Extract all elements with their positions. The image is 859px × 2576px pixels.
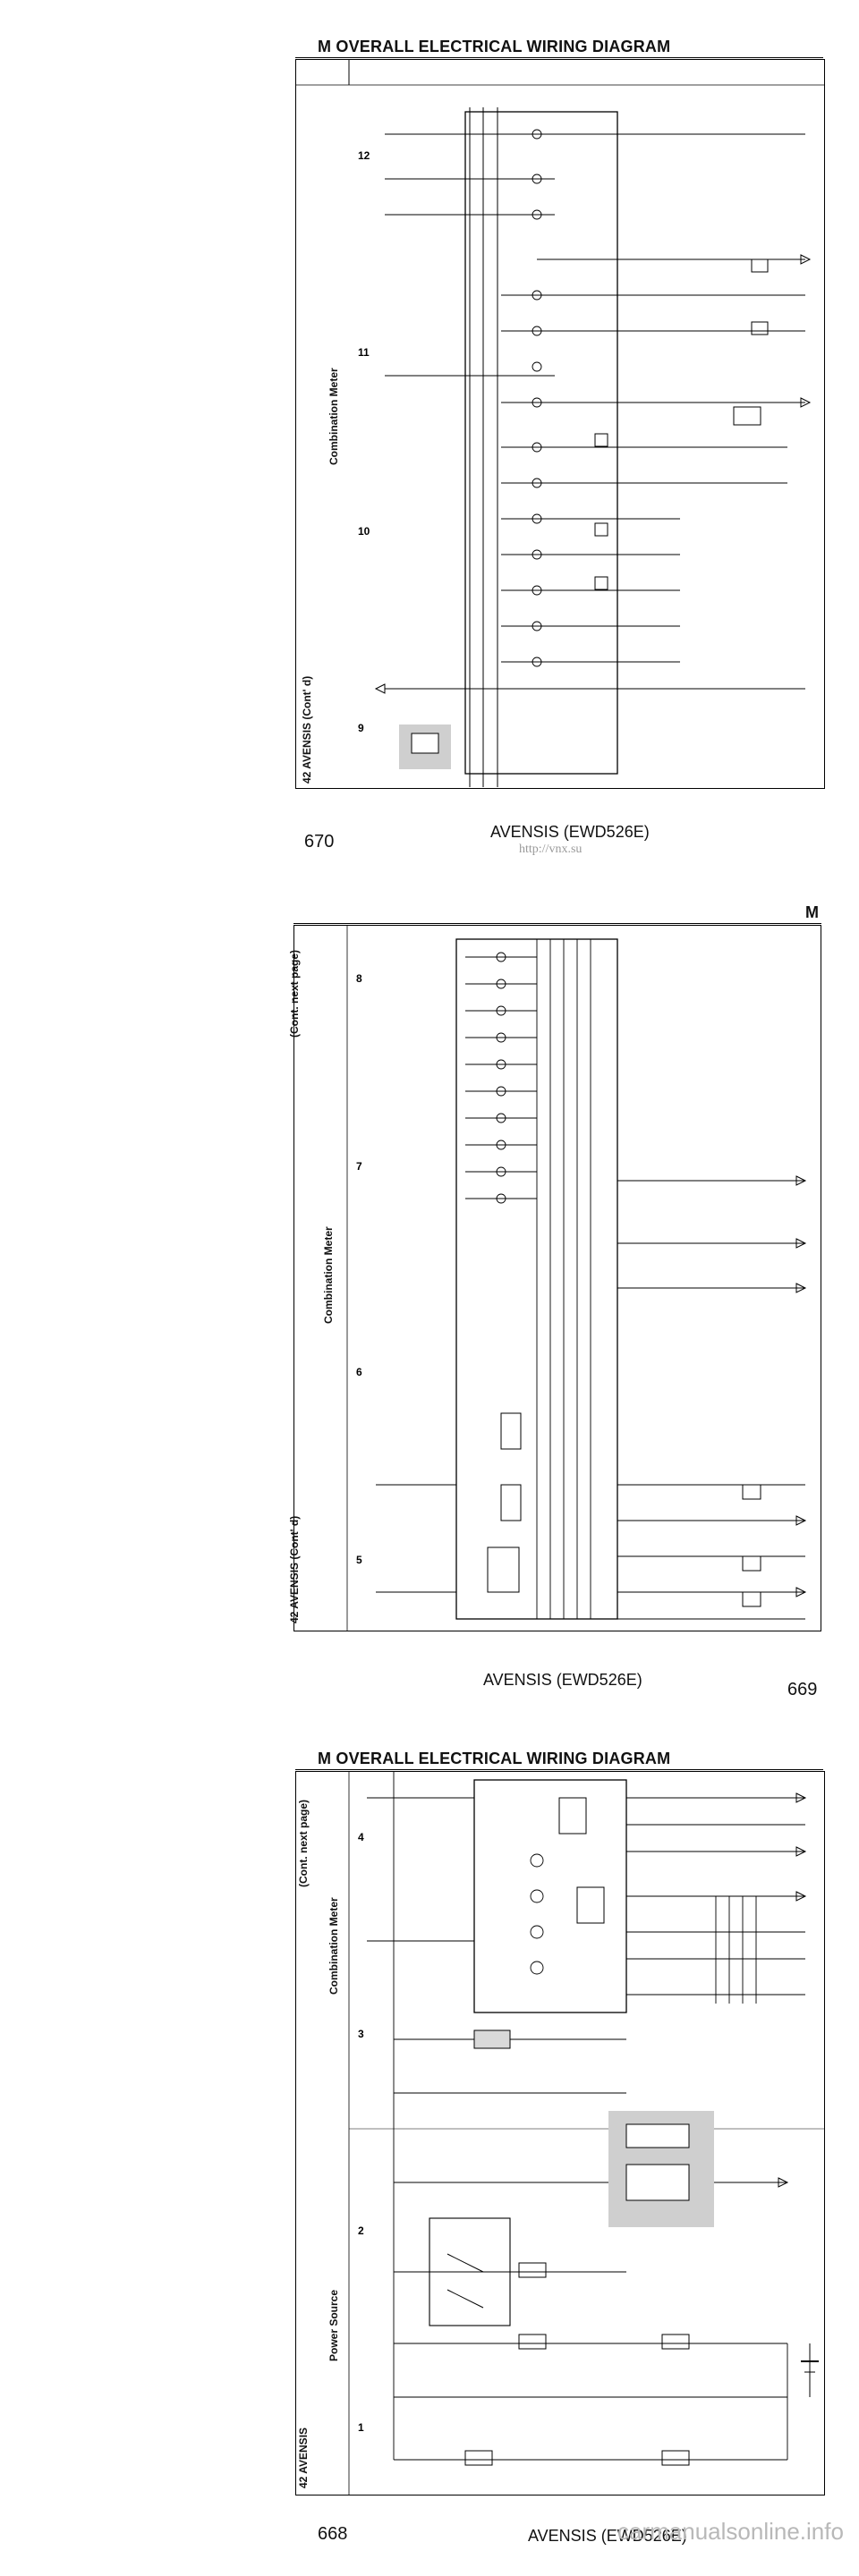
page-670: M OVERALL ELECTRICAL WIRING DIAGRAM 42 A… (0, 0, 859, 859)
page-footer: AVENSIS (EWD526E) (490, 823, 650, 841)
wiring-diagram-668: 1 2 3 4 (348, 1771, 825, 2496)
page-header: M OVERALL ELECTRICAL WIRING DIAGRAM (318, 1750, 671, 1767)
diagram-frame (295, 1771, 825, 2496)
column-number: 9 (358, 722, 364, 734)
column-number: 11 (358, 346, 370, 359)
watermark: carmanualsonline.info (617, 2518, 844, 2545)
page-number: 669 (787, 1680, 818, 1699)
diagram-frame (293, 925, 821, 1631)
column-number: 1 (358, 2421, 364, 2434)
header-rule (293, 923, 821, 924)
wiring-diagram-670: 12 11 10 9 (295, 59, 825, 787)
column-number: 7 (356, 1160, 362, 1173)
page-footer: AVENSIS (EWD526E) (483, 1671, 642, 1689)
header-rule (295, 57, 823, 58)
source-url: http://vnx.su (519, 843, 583, 856)
page-header: M OVERALL ELECTRICAL WIRING DIAGRAM (318, 38, 671, 55)
page-668: M OVERALL ELECTRICAL WIRING DIAGRAM 4 2 A… (0, 1717, 859, 2561)
column-number: 3 (358, 2028, 364, 2040)
page-669: M 42 AVENSIS (Cont' d) (Cont. next page)… (0, 859, 859, 1717)
diagram-frame (295, 59, 825, 789)
page-number: 668 (318, 2524, 348, 2544)
column-number: 8 (356, 972, 362, 985)
column-number: 6 (356, 1366, 362, 1378)
column-number: 4 (358, 1831, 364, 1843)
header-rule (295, 1769, 823, 1770)
page-footer: AVENSIS (EWD526E) (528, 2527, 687, 2545)
column-number: 12 (358, 149, 370, 162)
page-number: 670 (304, 832, 335, 852)
column-number: 10 (358, 525, 370, 538)
page-header-letter: M (805, 903, 820, 921)
column-number: 5 (356, 1554, 362, 1566)
column-number: 2 (358, 2224, 364, 2237)
wiring-diagram-669: 8 7 6 5 (346, 925, 807, 1631)
